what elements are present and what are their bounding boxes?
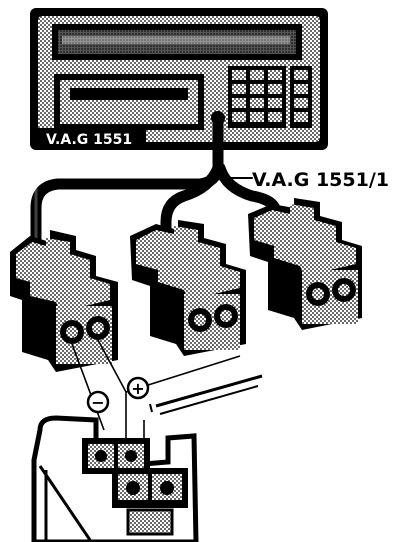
key (294, 84, 308, 94)
vehicle-socket (31, 415, 199, 542)
key (268, 98, 282, 108)
connector-right (248, 198, 362, 330)
key (294, 112, 308, 122)
key (232, 84, 246, 94)
key (250, 98, 264, 108)
terminal-pin (160, 481, 174, 495)
negative-marker (86, 390, 110, 414)
terminal-pin (125, 450, 137, 462)
key (232, 70, 246, 80)
key (250, 70, 264, 80)
vehicle-panel-lines (149, 374, 263, 415)
key (268, 70, 282, 80)
keypad (228, 66, 312, 128)
key (232, 112, 246, 122)
terminal-pin (126, 481, 140, 495)
polarity-markers: − + (86, 376, 150, 414)
key (250, 84, 264, 94)
key (232, 98, 246, 108)
connector-middle (130, 220, 246, 356)
printer-area (60, 80, 198, 124)
positive-symbol: + (131, 379, 144, 398)
terminal-pin (95, 450, 107, 462)
key (294, 70, 308, 80)
key (268, 112, 282, 122)
key (250, 112, 264, 122)
key (268, 84, 282, 94)
device-label-plate (38, 128, 146, 148)
negative-symbol: − (91, 393, 104, 412)
cable-label: V.A.G 1551/1 (252, 169, 389, 191)
key (294, 98, 308, 108)
display-screen (58, 30, 296, 54)
tester-unit: V.A.G 1551 (30, 8, 328, 150)
printer-slot (70, 88, 188, 100)
cable-middle (160, 162, 224, 240)
device-label: V.A.G 1551 (46, 132, 132, 148)
positive-marker (126, 376, 150, 400)
connector-left (10, 230, 118, 372)
